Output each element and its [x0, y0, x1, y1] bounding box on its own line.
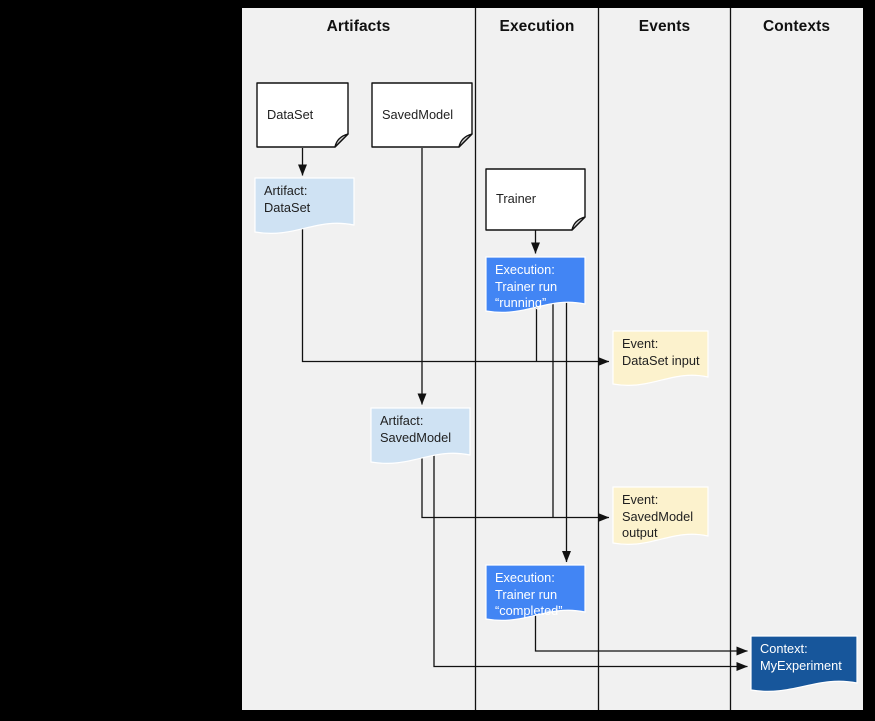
dataset-document-shape	[256, 82, 349, 148]
execution-running-note: Execution: Trainer run “running”	[495, 262, 558, 310]
artifact-savedmodel-note-shape	[370, 407, 471, 464]
column-header-artifacts: Artifacts	[326, 18, 391, 35]
savedmodel-document-shape	[371, 82, 473, 148]
trainer-document-shape	[485, 168, 586, 231]
context-myexperiment-note: Context: MyExperiment	[760, 641, 842, 673]
context-myexperiment-note-shape	[750, 635, 858, 692]
artifact-dataset-note-shape	[254, 177, 355, 234]
column-header-contexts: Contexts	[762, 18, 831, 35]
event-dataset-input-note: Event: DataSet input	[622, 336, 700, 368]
execution-completed-note-shape	[485, 564, 586, 621]
event-savedmodel-output-note-shape	[612, 486, 709, 545]
trainer-document: Trainer	[496, 191, 537, 207]
column-header-execution: Execution	[499, 18, 575, 35]
edge-artifact-dataset-to-event-dataset-input	[301, 228, 610, 367]
event-savedmodel-output-note: Event: SavedModel output	[622, 492, 694, 540]
artifact-dataset-note: Artifact: DataSet	[264, 183, 311, 215]
edge-execution-completed-to-context	[534, 608, 748, 656]
savedmodel-document: SavedModel	[382, 106, 454, 122]
dataset-document: DataSet	[267, 106, 314, 122]
execution-completed-note: Execution: Trainer run “completed”	[495, 570, 563, 618]
event-dataset-input-note-shape	[612, 330, 709, 386]
edge-artifact-savedmodel-to-event-savedmodel-output	[421, 450, 610, 523]
execution-running-note-shape	[485, 256, 586, 313]
column-header-events: Events	[638, 18, 691, 35]
edge-artifact-savedmodel-to-context	[433, 450, 748, 672]
artifact-savedmodel-note: Artifact: SavedModel	[380, 413, 452, 445]
